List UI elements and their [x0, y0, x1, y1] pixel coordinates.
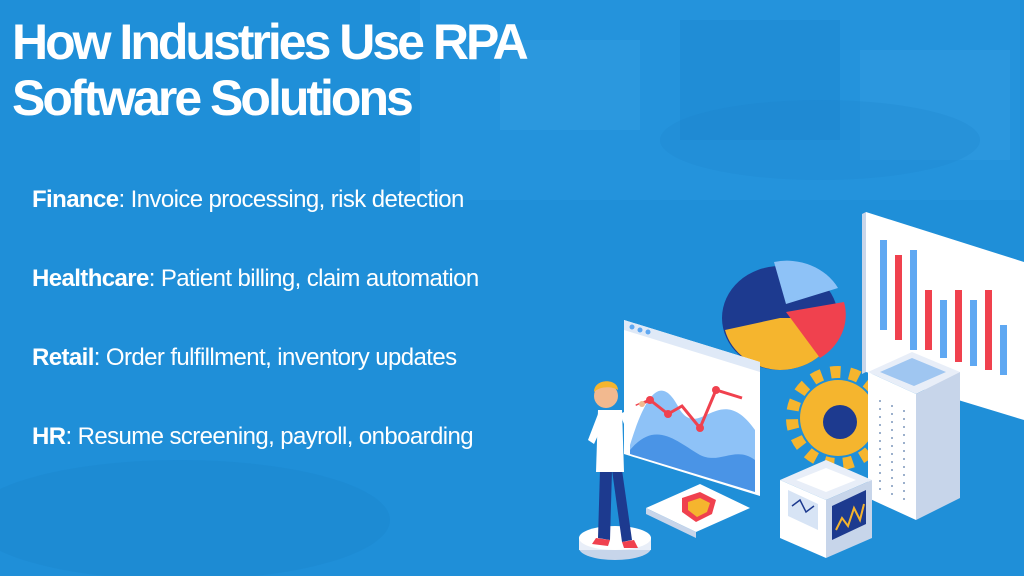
item-term: Healthcare [32, 265, 149, 292]
server-tower [868, 352, 960, 520]
item-separator: : [65, 423, 78, 450]
line-chart-screen [624, 320, 760, 496]
item-description: Invoice processing, risk detection [130, 186, 465, 213]
list-item-retail: Retail: Order fulfillment, inventory upd… [32, 344, 457, 372]
pie-chart-graphic [722, 260, 846, 370]
slide-title: How Industries Use RPA Software Solution… [12, 14, 529, 126]
list-item-hr: HR: Resume screening, payroll, onboardin… [32, 423, 474, 451]
item-separator: : [93, 344, 106, 371]
item-term: Finance [32, 186, 119, 213]
title-line-2: Software Solutions [12, 70, 414, 126]
person-figure [579, 381, 651, 560]
list-item-finance: Finance: Invoice processing, risk detect… [32, 186, 464, 214]
item-separator: : [148, 265, 161, 292]
item-description: Order fulfillment, inventory updates [105, 344, 457, 371]
small-server [780, 460, 872, 558]
item-description: Patient billing, claim automation [160, 265, 479, 292]
item-separator: : [118, 186, 131, 213]
item-term: Retail [32, 344, 94, 371]
shield-tile [646, 484, 750, 538]
item-description: Resume screening, payroll, onboarding [77, 423, 474, 450]
list-item-healthcare: Healthcare: Patient billing, claim autom… [32, 265, 479, 293]
title-line-1: How Industries Use RPA [12, 14, 529, 70]
analytics-illustration [579, 212, 1024, 560]
item-term: HR [32, 423, 66, 450]
